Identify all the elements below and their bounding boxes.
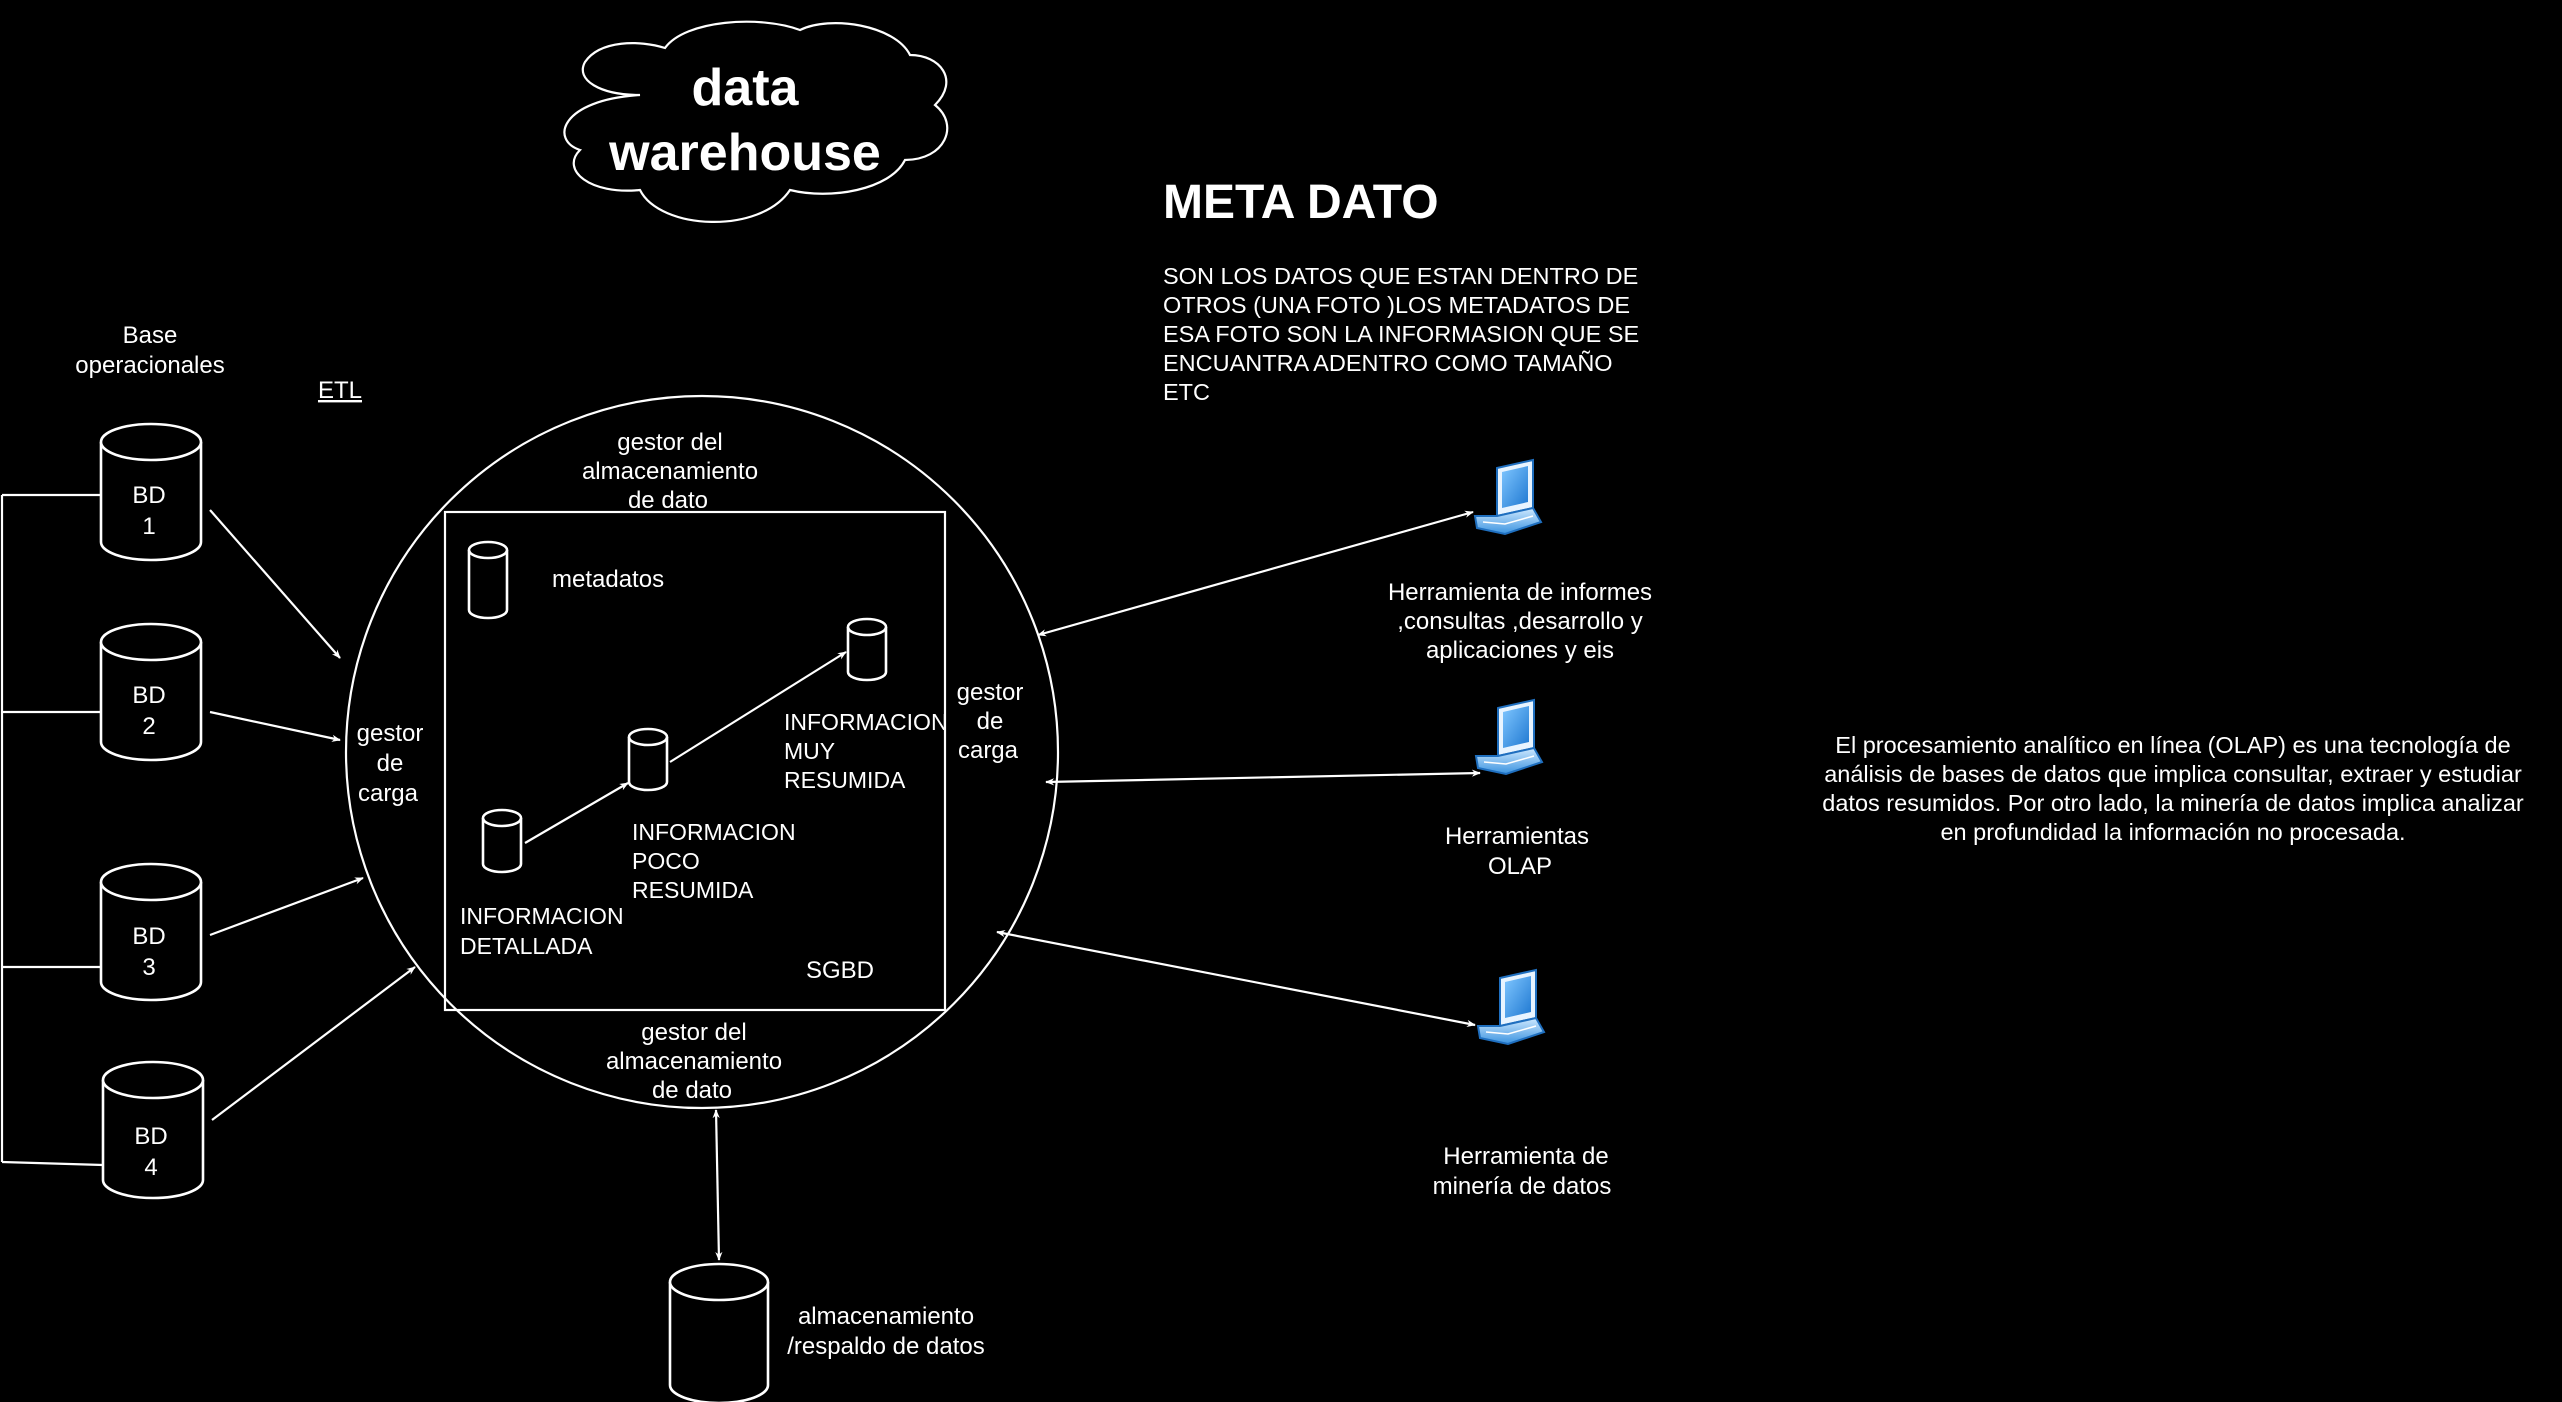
database-bd-4: BD 4 <box>101 1060 205 1200</box>
highly-label-line2: MUY <box>784 738 835 764</box>
sources-label-line2: operacionales <box>75 352 224 379</box>
highly-summarized-cylinder <box>846 617 888 682</box>
database-bd-2: BD 2 <box>99 622 203 762</box>
bd-1-label-line1: BD <box>132 482 165 509</box>
etl-label: ETL <box>318 377 362 404</box>
reports-laptop-icon <box>1474 459 1542 535</box>
meta-dato-heading: META DATO <box>1163 176 1439 229</box>
storage-manager-top-line2: almacenamiento <box>582 458 758 485</box>
etl-arrow-bd2 <box>209 710 341 742</box>
cloud-title-line2: warehouse <box>608 124 881 182</box>
database-bd-1: BD 1 <box>99 422 203 562</box>
olap-laptop-icon <box>1475 699 1543 775</box>
detail-to-light-arrow <box>524 782 629 844</box>
metadata-label: metadatos <box>552 566 664 593</box>
detailed-info-cylinder <box>481 808 523 874</box>
bd-1-label-line2: 1 <box>142 513 155 540</box>
bd-3-label-line2: 3 <box>142 954 155 981</box>
lightly-summarized-cylinder <box>627 727 669 792</box>
sgbd-box <box>443 510 947 1012</box>
meta-dato-description: SON LOS DATOS QUE ESTAN DENTRO DE OTROS … <box>1163 263 1640 405</box>
lightly-label-line3: RESUMIDA <box>632 877 754 903</box>
warehouse-circle <box>344 394 1060 1110</box>
lightly-label-line1: INFORMACION <box>632 819 796 845</box>
bd-4-label-line1: BD <box>134 1123 167 1150</box>
sgbd-label: SGBD <box>806 957 874 984</box>
bd-3-label-line1: BD <box>132 923 165 950</box>
data-warehouse-cloud: data warehouse <box>563 20 949 223</box>
backup-arrow <box>712 1109 723 1261</box>
reports-label-line3: aplicaciones y eis <box>1426 637 1614 664</box>
reports-label-line2: ,consultas ,desarrollo y <box>1397 608 1642 635</box>
load-manager-right-line1: gestor <box>957 679 1024 706</box>
etl-arrow-bd4 <box>211 966 416 1121</box>
storage-manager-bottom-line1: gestor del <box>641 1019 746 1046</box>
bd-2-label-line1: BD <box>132 682 165 709</box>
cloud-title-line1: data <box>692 59 800 117</box>
olap-description: El procesamiento analítico en línea (OLA… <box>1822 732 2524 845</box>
highly-label-line3: RESUMIDA <box>784 767 906 793</box>
backup-label-line2: /respaldo de datos <box>787 1333 984 1360</box>
backup-cylinder <box>668 1262 770 1402</box>
storage-manager-bottom-line3: de dato <box>652 1077 732 1104</box>
storage-manager-bottom-line2: almacenamiento <box>606 1048 782 1075</box>
storage-manager-top-line3: de dato <box>628 487 708 514</box>
storage-manager-top-line1: gestor del <box>617 429 722 456</box>
bd-2-label-line2: 2 <box>142 713 155 740</box>
lightly-label-line2: POCO <box>632 848 700 874</box>
mining-laptop-icon <box>1477 969 1545 1045</box>
mining-label-line2: minería de datos <box>1433 1173 1612 1200</box>
detailed-label-line2: DETALLADA <box>460 933 593 959</box>
reports-label-line1: Herramienta de informes <box>1388 579 1652 606</box>
backup-label-line1: almacenamiento <box>798 1303 974 1330</box>
database-bd-3: BD 3 <box>99 862 203 1002</box>
olap-label-line2: OLAP <box>1488 853 1552 880</box>
bd-4-label-line2: 4 <box>144 1154 157 1181</box>
olap-arrow <box>1045 769 1481 786</box>
load-manager-left-line2: de <box>377 750 404 777</box>
reports-arrow <box>1037 510 1474 637</box>
highly-label-line1: INFORMACION <box>784 709 948 735</box>
light-to-high-arrow <box>669 651 847 763</box>
load-manager-right-line2: de <box>977 708 1004 735</box>
metadata-cylinder <box>467 540 509 620</box>
load-manager-right-line3: carga <box>958 737 1019 764</box>
olap-label-line1: Herramientas <box>1445 823 1589 850</box>
etl-arrow-bd3 <box>209 876 364 937</box>
detailed-label-line1: INFORMACION <box>460 903 624 929</box>
source-bracket <box>0 493 104 1167</box>
etl-arrow-bd1 <box>209 509 341 659</box>
mining-label-line1: Herramienta de <box>1443 1143 1608 1170</box>
sources-label-line1: Base <box>123 322 178 349</box>
load-manager-left-line1: gestor <box>357 720 424 747</box>
mining-arrow <box>996 930 1476 1027</box>
load-manager-left-line3: carga <box>358 780 419 807</box>
